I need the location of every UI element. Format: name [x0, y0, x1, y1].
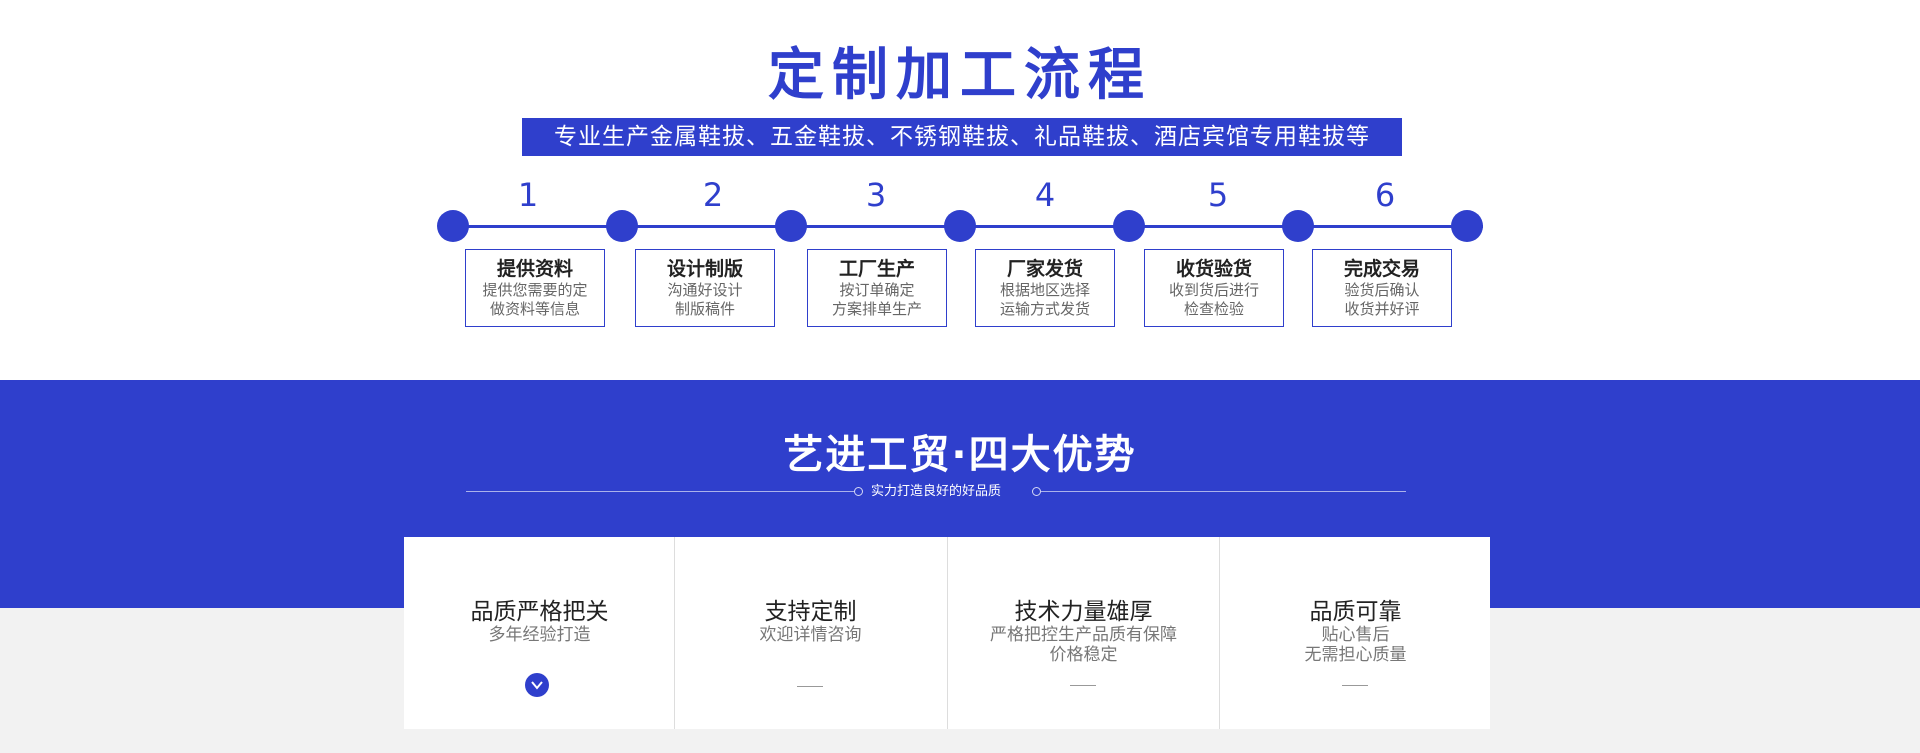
- step-number: 3: [865, 176, 887, 214]
- card-divider: [1219, 537, 1220, 729]
- step-card: 提供资料 提供您需要的定 做资料等信息: [465, 249, 605, 327]
- step-number: 1: [517, 176, 539, 214]
- divider-line: [1041, 491, 1406, 492]
- process-title: 定制加工流程: [768, 42, 1152, 108]
- advantage-cards: 品质严格把关 多年经验打造 支持定制 欢迎详情咨询 技术力量雄厚 严格把控生产品…: [404, 537, 1490, 729]
- divider-circle: [854, 487, 863, 496]
- divider-line: [466, 491, 854, 492]
- step-description: 提供您需要的定 做资料等信息: [482, 281, 588, 318]
- step-number: 6: [1374, 176, 1396, 214]
- dash-decoration: [797, 686, 823, 687]
- step-description: 验货后确认 收货并好评: [1344, 281, 1420, 318]
- timeline-dot: [775, 210, 807, 242]
- dash-decoration: [1342, 685, 1368, 686]
- step-title: 提供资料: [496, 258, 573, 280]
- step-description: 沟通好设计 制版稿件: [667, 281, 743, 318]
- step-card: 收货验货 收到货后进行 检查检验: [1144, 249, 1284, 327]
- chevron-down-icon[interactable]: [525, 673, 549, 697]
- advantage-card: 支持定制 欢迎详情咨询: [675, 537, 946, 729]
- advantage-title: 支持定制: [764, 599, 857, 625]
- advantages-subtitle-row: 实力打造良好的好品质: [466, 482, 1406, 502]
- advantage-card: 品质严格把关 多年经验打造: [404, 537, 675, 729]
- timeline-dot: [1282, 210, 1314, 242]
- card-divider: [674, 537, 675, 729]
- advantage-description: 贴心售后 无需担心质量: [1304, 625, 1407, 665]
- timeline-dot: [1113, 210, 1145, 242]
- step-description: 收到货后进行 检查检验: [1168, 281, 1259, 318]
- step-description: 根据地区选择 运输方式发货: [999, 281, 1090, 318]
- process-section: 定制加工流程 专业生产金属鞋拔、五金鞋拔、不锈钢鞋拔、礼品鞋拔、酒店宾馆专用鞋拔…: [437, 42, 1483, 327]
- step-description: 按订单确定 方案排单生产: [831, 281, 922, 318]
- step-title: 完成交易: [1343, 258, 1420, 280]
- step-number: 5: [1207, 176, 1229, 214]
- step-card: 完成交易 验货后确认 收货并好评: [1312, 249, 1452, 327]
- advantage-title: 品质严格把关: [470, 599, 609, 625]
- timeline-dot: [606, 210, 638, 242]
- step-card: 厂家发货 根据地区选择 运输方式发货: [975, 249, 1115, 327]
- timeline-dot: [1451, 210, 1483, 242]
- step-number: 2: [702, 176, 724, 214]
- advantage-description: 严格把控生产品质有保障 价格稳定: [990, 625, 1177, 665]
- dash-decoration: [1070, 685, 1096, 686]
- step-title: 收货验货: [1175, 258, 1252, 280]
- step-number: 4: [1034, 176, 1056, 214]
- step-card: 工厂生产 按订单确定 方案排单生产: [807, 249, 947, 327]
- card-divider: [947, 537, 948, 729]
- advantages-title: 艺进工贸·四大优势: [783, 432, 1137, 478]
- advantage-card: 品质可靠 贴心售后 无需担心质量: [1220, 537, 1491, 729]
- advantage-card: 技术力量雄厚 严格把控生产品质有保障 价格稳定: [948, 537, 1219, 729]
- divider-circle: [1032, 487, 1041, 496]
- step-title: 设计制版: [666, 258, 743, 280]
- advantage-title: 技术力量雄厚: [1014, 599, 1153, 625]
- step-card: 设计制版 沟通好设计 制版稿件: [635, 249, 775, 327]
- advantage-title: 品质可靠: [1309, 599, 1402, 625]
- step-title: 工厂生产: [838, 258, 915, 280]
- advantages-subtitle: 实力打造良好的好品质: [870, 484, 1001, 499]
- step-title: 厂家发货: [1006, 258, 1083, 280]
- advantage-description: 多年经验打造: [488, 625, 591, 645]
- timeline-dot: [944, 210, 976, 242]
- process-subtitle-banner: 专业生产金属鞋拔、五金鞋拔、不锈钢鞋拔、礼品鞋拔、酒店宾馆专用鞋拔等: [522, 118, 1402, 156]
- timeline-dot: [437, 210, 469, 242]
- advantage-description: 欢迎详情咨询: [759, 625, 862, 645]
